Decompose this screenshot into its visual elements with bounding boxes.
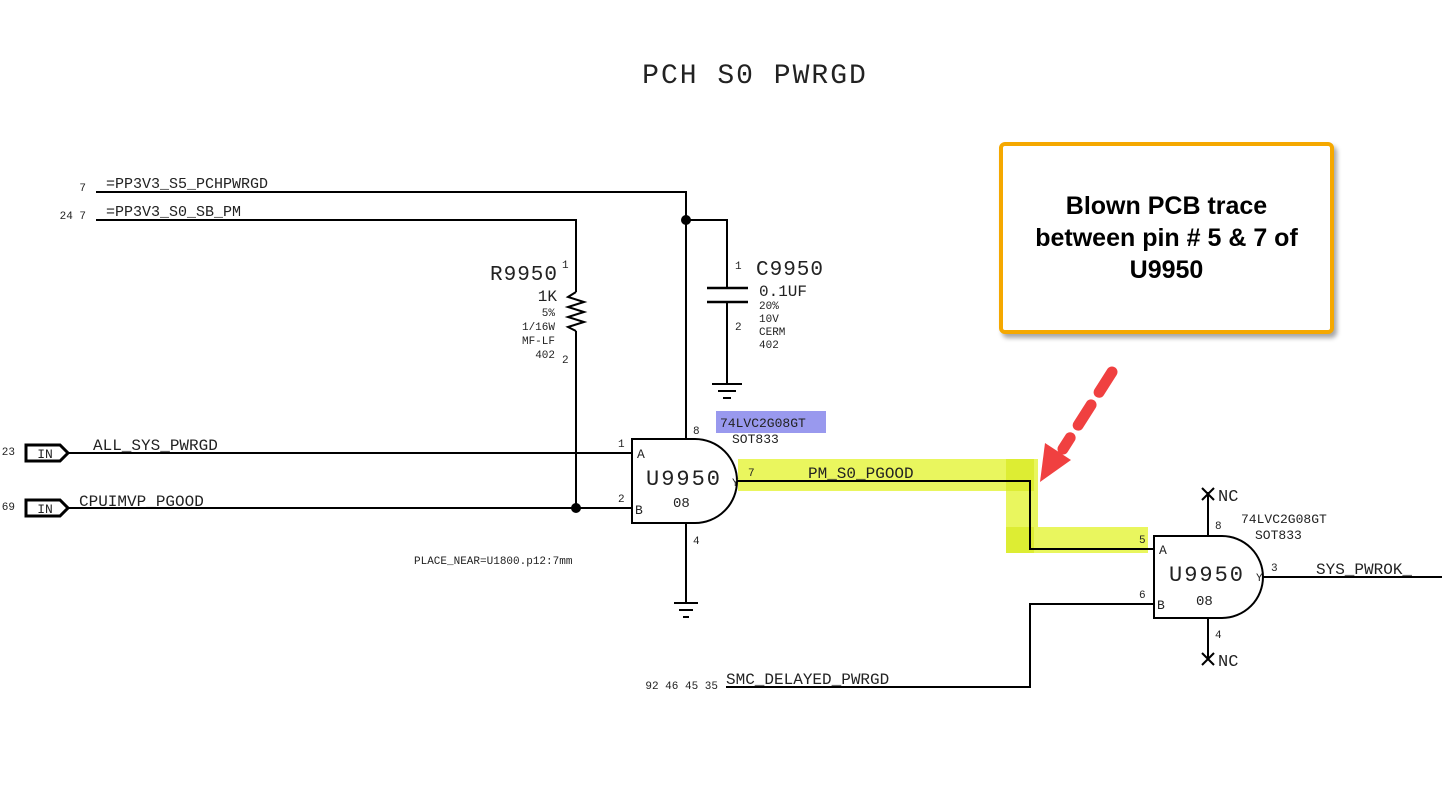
part-package: SOT833 (732, 432, 779, 447)
input-port-flag (24, 443, 71, 463)
ground-icon (712, 383, 742, 399)
input-refs: 69 (2, 502, 15, 514)
placement-note: PLACE_NEAR=U1800.p12:7mm (414, 556, 573, 568)
res-pin1: 1 (562, 260, 569, 272)
res-package: 402 (535, 350, 555, 362)
net-label: SMC_DELAYED_PWRGD (726, 671, 889, 689)
res-pin2: 2 (562, 355, 569, 367)
cap-wire (686, 219, 728, 288)
trace-highlight (738, 459, 1148, 553)
input-port-label: IN (37, 447, 53, 462)
nc-label: NC (1218, 653, 1238, 672)
rail-wire[interactable] (96, 219, 577, 292)
cap-voltage: 10V (759, 314, 779, 326)
rail-refs: 7 (79, 183, 86, 195)
pin-number: 5 (1139, 535, 1146, 547)
and-gate-u9950-a[interactable]: 1 2 8 4 7 A B Y U9950 08 74LVC2G08GT SOT… (618, 411, 826, 602)
pin-label: A (637, 447, 645, 462)
gate-ref: U9950 (646, 467, 722, 492)
red-arrow-icon (1040, 366, 1118, 482)
pin-number: 4 (1215, 630, 1222, 642)
pin-label: Y (732, 478, 739, 490)
pin-label: B (1157, 598, 1165, 613)
part-package: SOT833 (1255, 528, 1302, 543)
resistor-r9950[interactable]: 1 2 R9950 1K 5% 1/16W MF-LF 402 (490, 260, 588, 508)
cap-pin2: 2 (735, 322, 742, 334)
res-ref: R9950 (490, 264, 558, 287)
pin-number: 8 (1215, 521, 1222, 533)
rail-label[interactable]: =PP3V3_S5_PCHPWRGD (106, 176, 268, 193)
res-tolerance: 5% (542, 308, 556, 320)
net-smc-delayed-pwrgd[interactable]: 92 46 45 35 SMC_DELAYED_PWRGD (645, 603, 1154, 693)
rail-pp3v3-s5: 7 =PP3V3_S5_PCHPWRGD (79, 176, 687, 440)
nc-x-icon (1201, 652, 1215, 666)
pin-label: B (635, 503, 643, 518)
arrow-shaft (1057, 366, 1118, 455)
highlight-segment (738, 459, 1038, 491)
rail-wire[interactable] (96, 191, 687, 440)
pin-number: 6 (1139, 590, 1146, 602)
resistor-zigzag (564, 291, 588, 332)
pin-number: 2 (618, 494, 625, 506)
part-number: 74LVC2G08GT (720, 416, 806, 431)
part-number: 74LVC2G08GT (1241, 512, 1327, 527)
res-type: MF-LF (522, 336, 555, 348)
pin-number: 3 (1271, 563, 1278, 575)
capacitor-c9950[interactable]: 1 2 C9950 0.1UF 20% 10V CERM 402 (707, 259, 824, 384)
rail-refs: 24 7 (60, 211, 86, 223)
gate-suffix: 08 (673, 496, 690, 512)
net-label: PM_S0_PGOOD (808, 465, 914, 483)
gate-suffix: 08 (1196, 594, 1213, 610)
junction-dot (571, 503, 581, 513)
pin-number: 7 (748, 468, 755, 480)
input-refs: 23 (2, 447, 15, 459)
input-all-sys-pwrgd[interactable]: 23 IN ALL_SYS_PWRGD (2, 437, 632, 463)
gate-body (1153, 535, 1264, 619)
res-power: 1/16W (522, 322, 555, 334)
arrow-head (1040, 443, 1071, 482)
input-port-flag (24, 498, 71, 518)
gate-ref: U9950 (1169, 563, 1245, 588)
part-number-highlight (716, 411, 826, 433)
schematic-title: PCH S0 PWRGD (642, 61, 868, 92)
nc-x-icon (1201, 487, 1215, 501)
cap-ref: C9950 (756, 259, 824, 282)
net-pm-s0-pgood[interactable]: PM_S0_PGOOD (737, 465, 1154, 550)
rail-label[interactable]: =PP3V3_S0_SB_PM (106, 204, 241, 221)
net-label: SYS_PWROK_ (1316, 561, 1412, 579)
nc-label: NC (1218, 488, 1238, 507)
input-cpuimvp-pgood[interactable]: 69 IN CPUIMVP_PGOOD (2, 493, 632, 518)
cap-tolerance: 20% (759, 301, 779, 313)
rail-pp3v3-s0: 24 7 =PP3V3_S0_SB_PM (60, 204, 577, 292)
input-port-label: IN (37, 502, 53, 517)
net-label: ALL_SYS_PWRGD (93, 437, 218, 455)
pin-number: 1 (618, 439, 625, 451)
cap-value: 0.1UF (759, 283, 807, 301)
ground-icon (674, 602, 698, 618)
res-value: 1K (538, 288, 558, 306)
gate-body (631, 438, 738, 524)
pin-label: Y (1256, 573, 1263, 585)
net-label: CPUIMVP_PGOOD (79, 493, 204, 511)
cap-pin1: 1 (735, 261, 742, 273)
annotation-callout: Blown PCB trace between pin # 5 & 7 of U… (999, 142, 1334, 334)
cap-package: 402 (759, 340, 779, 352)
callout-text: Blown PCB trace between pin # 5 & 7 of U… (1035, 192, 1298, 284)
pin-number: 4 (693, 536, 700, 548)
pin-label: A (1159, 543, 1167, 558)
cap-type: CERM (759, 327, 785, 339)
and-gate-u9950-b[interactable]: NC NC 5 6 8 4 3 A B Y U9950 08 74LVC2G08… (1139, 487, 1442, 672)
net-wire (726, 603, 1154, 688)
pin-number: 8 (693, 426, 700, 438)
net-wire (737, 480, 1154, 550)
net-refs: 92 46 45 35 (645, 681, 718, 693)
